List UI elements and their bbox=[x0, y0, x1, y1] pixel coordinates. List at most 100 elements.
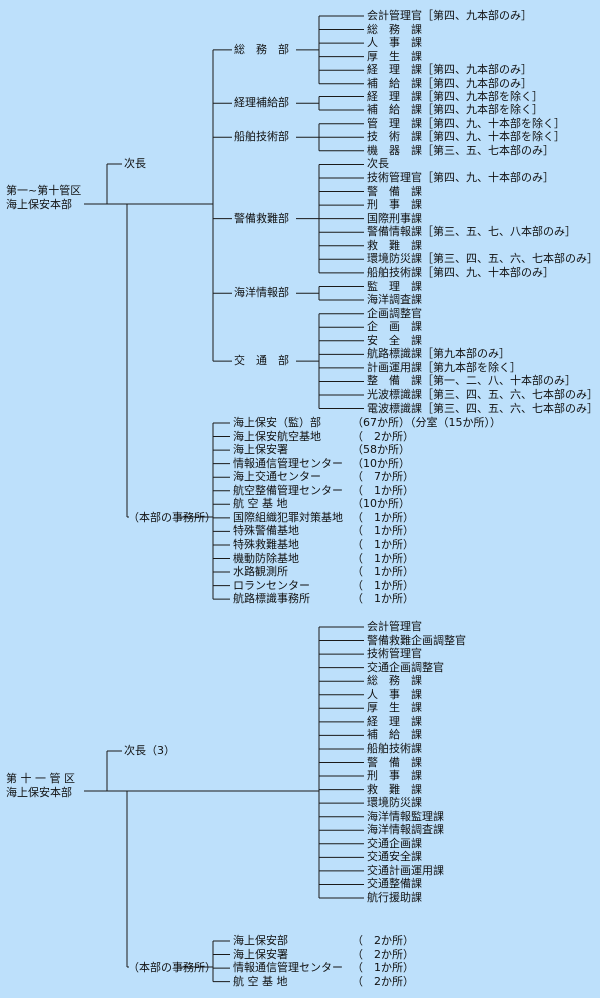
office-name: 航空整備管理センター bbox=[233, 483, 343, 497]
section-label: 監 理 課 bbox=[367, 279, 422, 293]
office-name: ロランセンター bbox=[233, 578, 310, 592]
section-label: 交通安全課 bbox=[367, 850, 422, 864]
section-label: 安 全 課 bbox=[367, 333, 422, 347]
office-count: （ 1か所） bbox=[352, 537, 414, 551]
office-count: （ 2か所） bbox=[352, 947, 414, 961]
office-count: （ 7か所） bbox=[352, 470, 414, 484]
root-title-line2-a: 海上保安本部 bbox=[6, 198, 72, 211]
section-label: 整 備 課［第一、二、八、十本部のみ］ bbox=[367, 374, 576, 388]
root-title-line2-b: 海上保安本部 bbox=[6, 786, 72, 799]
section-label: 航行援助課 bbox=[367, 891, 422, 904]
department-label: 警備救難部 bbox=[234, 211, 289, 225]
section-label: 経 理 課 bbox=[367, 714, 422, 728]
office-count: （ 1か所） bbox=[352, 524, 414, 538]
section-label: 交通計画運用課 bbox=[367, 863, 444, 877]
section-label: 技 術 課［第四、九、十本部を除く］ bbox=[367, 130, 565, 144]
office-name: 海上交通センター bbox=[233, 470, 321, 484]
office-name: 情報通信管理センター bbox=[233, 456, 343, 470]
section-label: 会計管理官 bbox=[367, 620, 422, 633]
section-label: 機 器 課［第三、五、七本部のみ］ bbox=[367, 143, 554, 157]
section-label: 経 理 課［第四、九本部を除く］ bbox=[367, 89, 543, 103]
office-name: 特殊警備基地 bbox=[233, 524, 299, 538]
office-name: 海上保安署 bbox=[233, 947, 288, 961]
office-name: 海上保安部 bbox=[233, 934, 288, 947]
section-label: 人 事 課 bbox=[367, 36, 422, 50]
root-title-line1-a: 第一~第十管区 bbox=[6, 184, 82, 197]
office-count: （10か所） bbox=[352, 456, 410, 470]
section-label: 交通企画課 bbox=[367, 836, 422, 850]
office-name: 海上保安航空基地 bbox=[233, 429, 321, 443]
section-label: 企画調整官 bbox=[367, 306, 422, 320]
office-count: （67か所）（分室（15か所）） bbox=[352, 416, 501, 429]
section-label: 総 務 課 bbox=[367, 674, 422, 688]
root-title-line1-b: 第 十 一 管 区 bbox=[6, 772, 75, 785]
office-count: （58か所） bbox=[352, 443, 410, 457]
office-name: 航路標識事務所 bbox=[233, 592, 310, 606]
office-count: （ 2か所） bbox=[352, 934, 414, 947]
office-name: 航 空 基 地 bbox=[233, 497, 288, 511]
section-label: 環境防災課 bbox=[367, 796, 422, 810]
office-count: （ 2か所） bbox=[352, 429, 414, 443]
deputy-label-a: 次長 bbox=[124, 157, 146, 170]
section-label: 刑 事 課 bbox=[367, 198, 422, 212]
section-label: 海洋情報監理課 bbox=[367, 809, 444, 823]
section-label: 船舶技術課 bbox=[367, 741, 422, 755]
offices-label-a: （本部の事務所） bbox=[128, 511, 216, 524]
section-label: 管 理 課［第四、九、十本部を除く］ bbox=[367, 116, 565, 130]
office-name: 海上保安（監）部 bbox=[233, 416, 321, 429]
offices-label-b: （本部の事務所） bbox=[128, 961, 216, 974]
section-label: 国際刑事課 bbox=[367, 211, 422, 225]
section-label: 警 備 課 bbox=[367, 755, 422, 769]
section-label: 刑 事 課 bbox=[367, 769, 422, 783]
office-count: （ 1か所） bbox=[352, 483, 414, 497]
office-name: 航 空 基 地 bbox=[233, 974, 288, 988]
section-label: 救 難 課 bbox=[367, 238, 422, 252]
office-count: （ 2か所） bbox=[352, 974, 414, 988]
section-label: 船舶技術課［第四、九、十本部のみ］ bbox=[367, 265, 554, 279]
section-label: 補 給 課［第四、九本部を除く］ bbox=[367, 103, 543, 117]
department-label: 総 務 部 bbox=[234, 42, 289, 56]
section-label: 光波標識課［第三、四、五、六、七本部のみ］ bbox=[367, 388, 598, 401]
section-label: 航路標識課［第九本部のみ］ bbox=[367, 347, 510, 361]
section-label: 計画運用課［第九本部を除く］ bbox=[367, 360, 521, 374]
office-name: 情報通信管理センター bbox=[233, 961, 343, 975]
section-label: 海洋調査課 bbox=[367, 293, 422, 307]
section-label: 技術管理官 bbox=[367, 647, 422, 661]
section-label: 次長 bbox=[367, 157, 389, 171]
department-label: 経理補給部 bbox=[234, 96, 289, 110]
section-label: 環境防災課［第三、四、五、六、七本部のみ］ bbox=[367, 252, 598, 266]
office-count: （ 1か所） bbox=[352, 961, 414, 975]
department-label: 海洋情報部 bbox=[234, 286, 289, 300]
office-count: （ 1か所） bbox=[352, 592, 414, 606]
section-label: 企 画 課 bbox=[367, 320, 422, 334]
section-label: 警備情報課［第三、五、七、八本部のみ］ bbox=[367, 225, 576, 239]
section-label: 経 理 課［第四、九本部のみ］ bbox=[367, 63, 532, 77]
section-label: 交通整備課 bbox=[367, 877, 422, 891]
section-label: 救 難 課 bbox=[367, 782, 422, 796]
section-label: 厚 生 課 bbox=[367, 49, 422, 63]
office-name: 水路観測所 bbox=[233, 565, 288, 579]
section-label: 技術管理官［第四、九、十本部のみ］ bbox=[367, 171, 554, 184]
office-name: 機動防除基地 bbox=[233, 551, 299, 565]
office-count: （10か所） bbox=[352, 497, 410, 511]
section-label: 人 事 課 bbox=[367, 687, 422, 701]
office-name: 海上保安署 bbox=[233, 443, 288, 457]
office-name: 国際組織犯罪対策基地 bbox=[233, 510, 343, 524]
section-label: 補 給 課 bbox=[367, 728, 422, 742]
office-count: （ 1か所） bbox=[352, 510, 414, 524]
section-label: 総 務 課 bbox=[367, 22, 422, 36]
office-name: 特殊救難基地 bbox=[233, 537, 299, 551]
office-count: （ 1か所） bbox=[352, 565, 414, 579]
section-label: 会計管理官［第四、九本部のみ］ bbox=[367, 9, 532, 22]
section-label: 補 給 課［第四、九本部のみ］ bbox=[367, 76, 532, 90]
section-label: 厚 生 課 bbox=[367, 701, 422, 715]
office-count: （ 1か所） bbox=[352, 551, 414, 565]
section-label: 警 備 課 bbox=[367, 184, 422, 198]
department-label: 船舶技術部 bbox=[234, 130, 289, 144]
section-label: 電波標識課［第三、四、五、六、七本部のみ］ bbox=[367, 401, 598, 415]
department-label: 交 通 部 bbox=[234, 354, 289, 368]
section-label: 海洋情報調査課 bbox=[367, 823, 444, 837]
deputy-label-b: 次長（3） bbox=[124, 744, 175, 757]
